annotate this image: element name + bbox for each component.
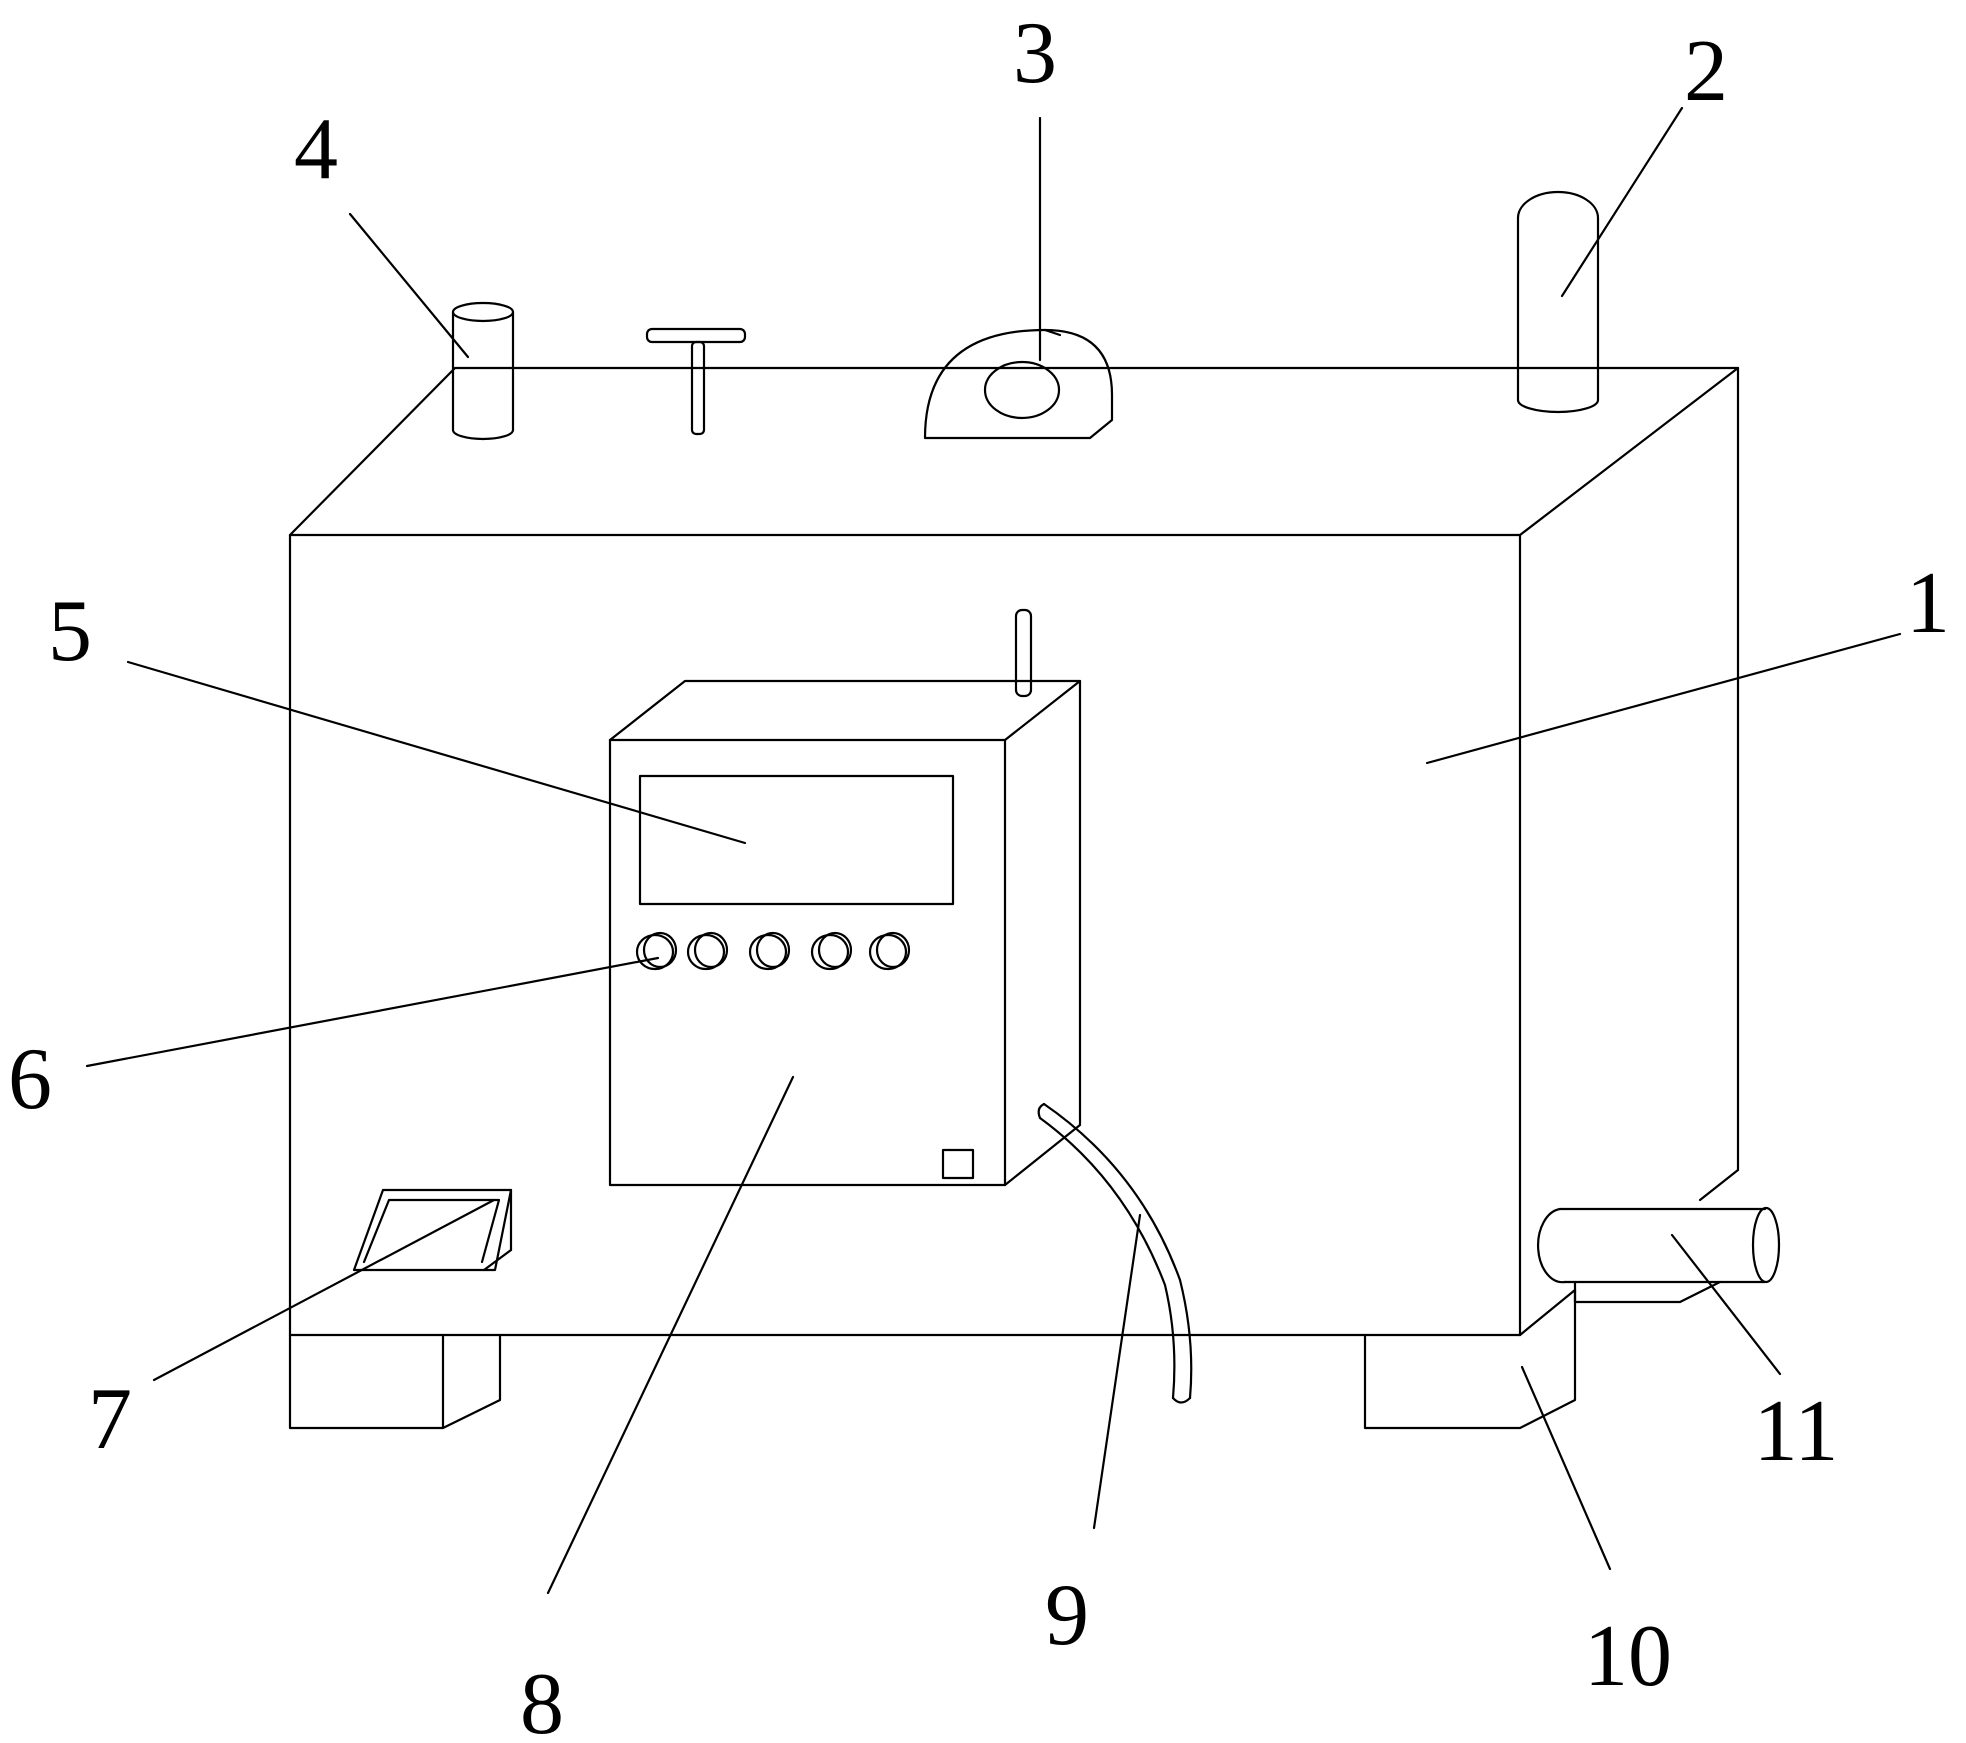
inlet-opening — [983, 360, 1061, 420]
reference-numerals: 1 2 3 4 5 6 7 8 9 10 11 — [8, 5, 1950, 1743]
label-9: 9 — [1045, 1567, 1089, 1664]
tank-side-bottom-edge-lower — [1518, 1288, 1577, 1337]
knob — [686, 933, 726, 971]
t-handle — [645, 327, 747, 436]
label-3: 3 — [1013, 5, 1057, 102]
pipe-back-end — [1536, 1207, 1567, 1284]
label-1: 1 — [1906, 555, 1950, 652]
leader-11 — [1670, 1233, 1782, 1376]
label-4: 4 — [294, 101, 338, 198]
small-port — [941, 1148, 975, 1180]
port-top — [451, 301, 515, 323]
hose-inner — [1038, 1116, 1176, 1400]
leader-4 — [348, 212, 470, 359]
label-5: 5 — [48, 583, 92, 680]
t-handle-stem — [690, 340, 706, 436]
knob — [868, 933, 908, 971]
antenna — [1014, 608, 1033, 698]
exhaust-chimney — [1516, 190, 1600, 414]
semicircular-inlet — [923, 328, 1114, 440]
right-foot — [1363, 1288, 1577, 1430]
label-11: 11 — [1754, 1383, 1839, 1480]
label-7: 7 — [88, 1371, 132, 1468]
knob-row — [635, 931, 911, 971]
leader-9 — [1092, 1213, 1142, 1530]
tray-inner — [362, 1198, 501, 1264]
knob — [810, 933, 850, 971]
knob — [635, 933, 675, 971]
leader-lines — [85, 106, 1902, 1595]
label-6: 6 — [8, 1031, 52, 1128]
control-box-top — [608, 679, 1082, 742]
knob — [748, 933, 788, 971]
leader-1 — [1425, 632, 1902, 765]
tank-body — [288, 366, 1740, 1337]
knob — [642, 931, 678, 969]
label-2: 2 — [1684, 23, 1728, 120]
inlet-dome — [923, 328, 1114, 440]
label-8: 8 — [520, 1656, 564, 1743]
port-bottom — [451, 428, 515, 441]
hose-outer — [1042, 1102, 1193, 1400]
knob — [817, 931, 853, 969]
left-foot — [288, 1333, 502, 1430]
t-handle-bar — [645, 327, 747, 344]
leader-2 — [1560, 106, 1684, 298]
pipe-front-opening — [1751, 1206, 1781, 1284]
inclined-tray — [352, 1188, 513, 1272]
label-10: 10 — [1584, 1608, 1672, 1705]
pipe-bracket — [1573, 1280, 1722, 1304]
leader-10 — [1520, 1365, 1612, 1571]
cylinder-port — [451, 301, 515, 441]
control-box-side — [1003, 679, 1082, 1187]
hose — [1037, 1102, 1193, 1404]
leader-7 — [152, 1198, 496, 1382]
tank-top-face — [288, 366, 1740, 537]
tank-side-bottom-edge — [1698, 1168, 1740, 1202]
tank-front-face — [288, 533, 1522, 1337]
display-screen — [638, 774, 955, 906]
hose-start — [1037, 1102, 1046, 1120]
outlet-pipe — [1536, 1206, 1781, 1304]
leader-6 — [85, 956, 660, 1068]
tray-side-bottom — [482, 1248, 513, 1272]
support-feet — [288, 1288, 1577, 1430]
knob — [693, 931, 729, 969]
inlet-edge — [1043, 328, 1062, 337]
knob — [875, 931, 911, 969]
leader-5 — [126, 660, 747, 845]
control-box — [608, 608, 1082, 1187]
chimney-body — [1516, 190, 1600, 402]
knob — [755, 931, 791, 969]
leader-8 — [546, 1075, 795, 1595]
control-box-front — [608, 738, 1007, 1187]
chimney-base — [1516, 398, 1600, 414]
hose-end — [1171, 1396, 1192, 1404]
